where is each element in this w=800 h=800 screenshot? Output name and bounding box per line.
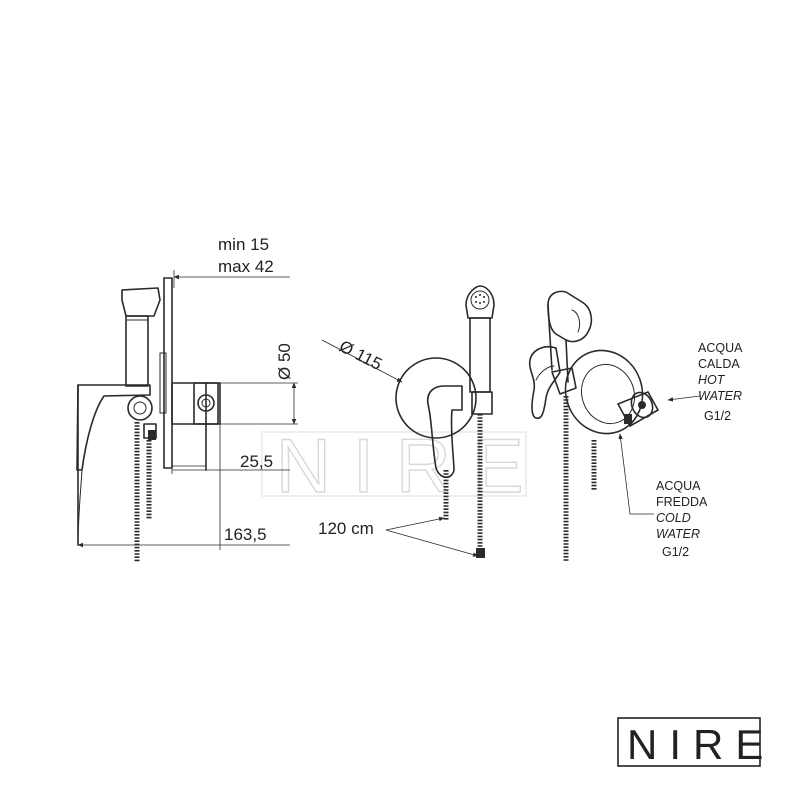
dim-hose-length: 120 cm — [318, 519, 374, 538]
hot-water-line-3: HOT — [698, 373, 726, 387]
cold-water-line-3: COLD — [656, 511, 691, 525]
hot-water-line-2: CALDA — [698, 357, 740, 371]
side-view: min 15 max 42 Ø 50 — [76, 235, 298, 562]
watermark-text: NIRE — [276, 424, 546, 509]
dim-mount-max: max 42 — [218, 257, 274, 276]
hot-water-label: ACQUA CALDA HOT WATER G1/2 — [698, 341, 743, 423]
hot-water-line-1: ACQUA — [698, 341, 743, 355]
dim-length: 163,5 — [224, 525, 267, 544]
cold-water-label: ACQUA FREDDA COLD WATER G1/2 — [656, 479, 708, 559]
dim-depth: 25,5 — [240, 452, 273, 471]
cold-water-line-2: FREDDA — [656, 495, 708, 509]
dim-mount-min: min 15 — [218, 235, 269, 254]
brand-logo-text: NIRE — [627, 721, 775, 768]
hot-water-line-4: WATER — [698, 389, 742, 403]
dim-diameter-115: Ø 115 — [336, 337, 385, 374]
front-view: Ø 115 120 cm — [318, 285, 495, 558]
cold-water-line-1: ACQUA — [656, 479, 701, 493]
cold-water-line-5: G1/2 — [662, 545, 689, 559]
dim-diameter-50: Ø 50 — [275, 343, 294, 380]
cold-water-line-4: WATER — [656, 527, 700, 541]
brand-logo: NIRE — [617, 717, 775, 768]
hot-water-line-5: G1/2 — [704, 409, 731, 423]
isometric-view — [528, 290, 701, 562]
watermark: NIRE — [261, 423, 546, 510]
